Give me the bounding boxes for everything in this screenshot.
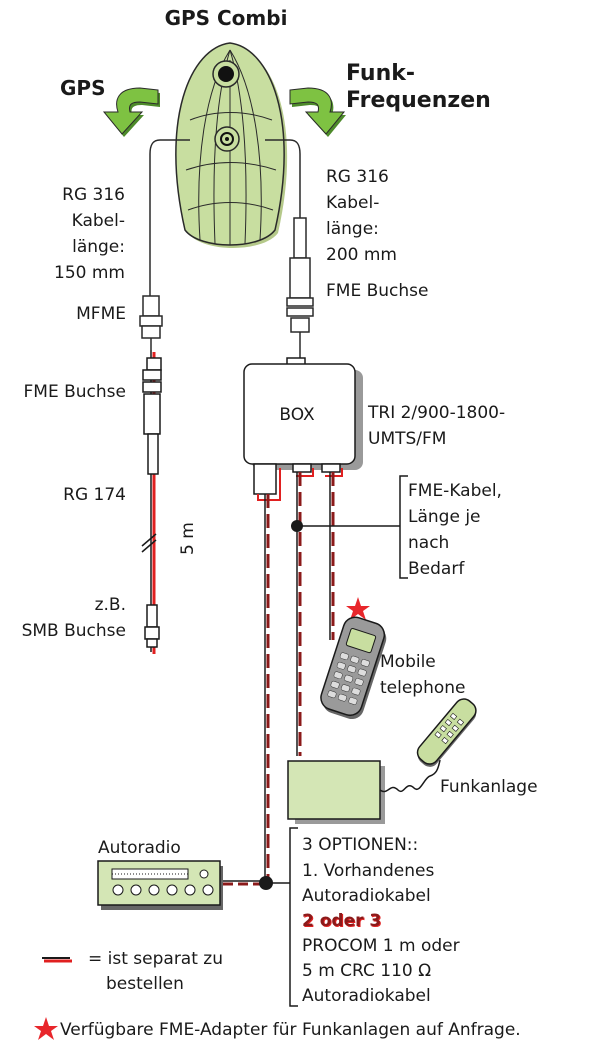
mfme-connector bbox=[139, 295, 163, 350]
right-cable-label-2: Kabel- bbox=[326, 193, 379, 213]
footer-star-icon bbox=[34, 1017, 58, 1040]
left-cable-label-2: Kabel- bbox=[72, 211, 125, 231]
gps-arrow-icon bbox=[102, 87, 160, 137]
gps-combi-antenna bbox=[175, 42, 288, 248]
legend-text-2: bestellen bbox=[106, 974, 184, 994]
right-cable-label-3: länge: bbox=[326, 219, 379, 239]
splitter-box bbox=[243, 357, 363, 501]
left-cable-label-1: RG 316 bbox=[62, 185, 125, 205]
autoradio-label: Autoradio bbox=[98, 838, 181, 858]
left-cable-label-4: 150 mm bbox=[54, 263, 125, 283]
gps-label: GPS bbox=[60, 76, 105, 100]
legend-cable-swatch bbox=[42, 957, 72, 963]
left-antenna-cable bbox=[149, 139, 190, 296]
fme-buchse-right-label: FME Buchse bbox=[326, 281, 428, 301]
tri-label-2: UMTS/FM bbox=[368, 429, 446, 449]
funk-arrow-icon bbox=[289, 87, 346, 137]
fme-kabel-label-3: nach bbox=[408, 533, 449, 553]
star-icon bbox=[346, 597, 370, 620]
fme-buchse-left-label: FME Buchse bbox=[24, 382, 126, 402]
footer-note: Verfügbare FME-Adapter für Funkanlagen a… bbox=[60, 1020, 521, 1040]
options-line-7: Autoradiokabel bbox=[302, 986, 431, 1006]
rg174-label: RG 174 bbox=[63, 485, 126, 505]
box-output-cables bbox=[264, 472, 335, 880]
options-line-6: 5 m CRC 110 Ω bbox=[302, 961, 431, 981]
right-cable-label-1: RG 316 bbox=[326, 167, 389, 187]
options-line-4-shadow: 2 oder 3 bbox=[303, 912, 382, 932]
fme-kabel-label-1: FME-Kabel, bbox=[408, 481, 502, 501]
box-label: BOX bbox=[279, 405, 315, 425]
smb-label-2: SMB Buchse bbox=[22, 621, 126, 641]
options-line-3: Autoradiokabel bbox=[302, 886, 431, 906]
left-separate-cable bbox=[141, 350, 162, 654]
right-antenna-cable bbox=[265, 139, 301, 218]
fme-kabel-label-4: Bedarf bbox=[408, 559, 465, 579]
smb-label-1: z.B. bbox=[95, 595, 126, 615]
funk-label-1: Funk- bbox=[346, 61, 415, 86]
mfme-label: MFME bbox=[76, 304, 126, 324]
fme-kabel-bracket bbox=[291, 475, 408, 579]
funk-label-2: Frequenzen bbox=[346, 88, 491, 113]
left-cable-label-3: länge: bbox=[72, 237, 125, 257]
funkanlage-box bbox=[287, 760, 385, 824]
mobile-label-1: Mobile bbox=[380, 652, 436, 672]
fme-buchse-right-connector bbox=[286, 217, 314, 362]
options-line-1: 3 OPTIONEN:: bbox=[302, 835, 418, 855]
handset-icon bbox=[416, 698, 477, 767]
funkanlage-label: Funkanlage bbox=[440, 777, 538, 797]
autoradio-cable bbox=[223, 827, 298, 1007]
handset-cord bbox=[379, 759, 441, 793]
legend-text-1: = ist separat zu bbox=[88, 949, 223, 969]
tri-label-1: TRI 2/900-1800- bbox=[367, 403, 505, 423]
mobile-label-2: telephone bbox=[380, 678, 466, 698]
options-line-5: PROCOM 1 m oder bbox=[302, 936, 460, 956]
mobile-telephone-icon bbox=[320, 616, 387, 720]
right-cable-label-4: 200 mm bbox=[326, 245, 397, 265]
options-line-4: 2 oder 3 bbox=[302, 911, 381, 931]
autoradio-icon bbox=[97, 860, 223, 910]
length-5m-label: 5 m bbox=[178, 522, 198, 555]
title: GPS Combi bbox=[165, 6, 288, 30]
options-line-2: 1. Vorhandenes bbox=[302, 861, 434, 881]
fme-kabel-label-2: Länge je bbox=[408, 507, 481, 527]
